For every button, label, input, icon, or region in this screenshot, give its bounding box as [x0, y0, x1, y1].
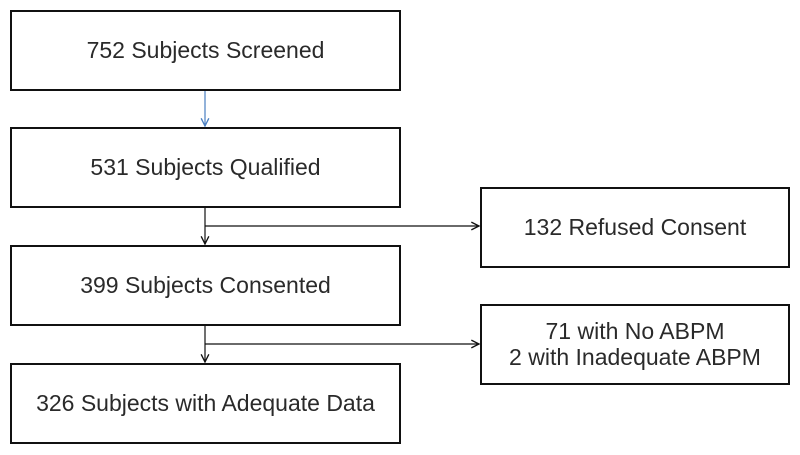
box-label: 132 Refused Consent — [523, 213, 747, 240]
box-excluded-abpm: 71 with No ABPM 2 with Inadequate ABPM — [480, 304, 790, 385]
box-subjects-consented: 399 Subjects Consented — [10, 245, 401, 326]
box-label: 752 Subjects Screened — [86, 36, 325, 63]
box-label-line1: 71 with No ABPM — [545, 317, 725, 344]
box-label: 531 Subjects Qualified — [90, 153, 321, 180]
box-subjects-qualified: 531 Subjects Qualified — [10, 127, 401, 208]
box-label: 399 Subjects Consented — [80, 271, 331, 298]
box-refused-consent: 132 Refused Consent — [480, 187, 790, 268]
box-label-line2: 2 with Inadequate ABPM — [509, 343, 761, 370]
box-label: 326 Subjects with Adequate Data — [36, 389, 375, 416]
box-subjects-screened: 752 Subjects Screened — [10, 10, 401, 91]
box-subjects-adequate-data: 326 Subjects with Adequate Data — [10, 363, 401, 444]
